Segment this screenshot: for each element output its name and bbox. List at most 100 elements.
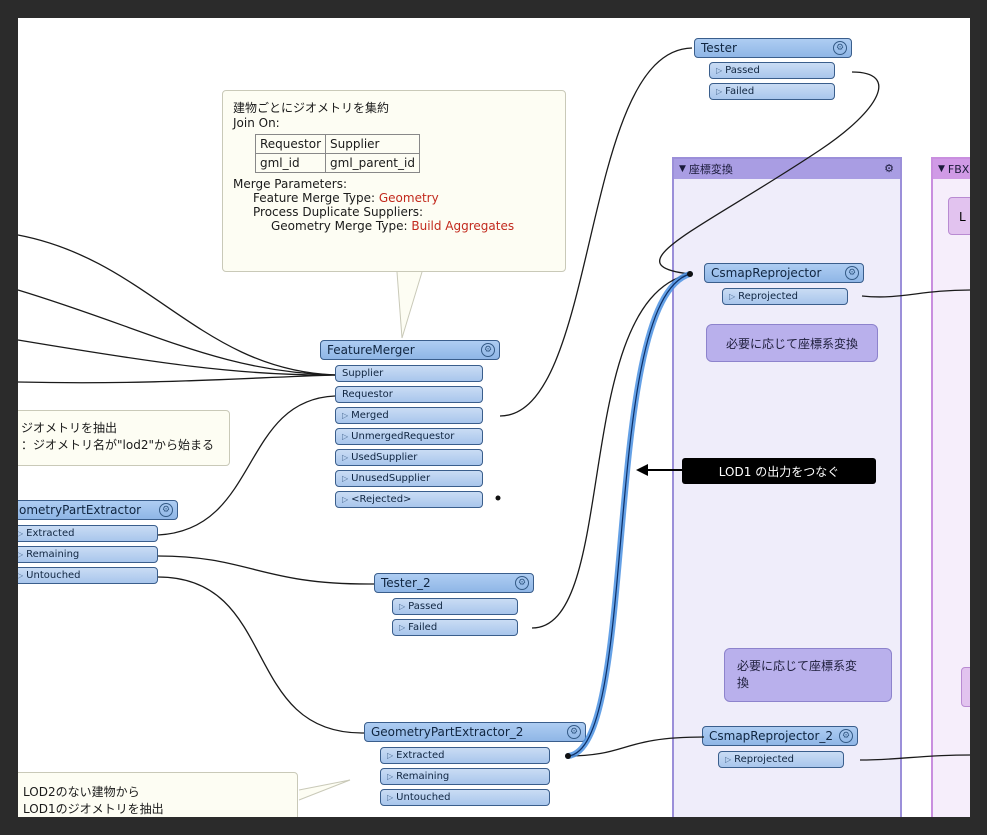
input-port-requestor[interactable]: Requestor xyxy=(335,386,483,403)
fbx-inner-box-2 xyxy=(961,667,970,707)
transformer-name: Tester xyxy=(701,41,737,55)
collapse-icon[interactable]: ▼ xyxy=(679,164,686,174)
port-triangle-icon: ▷ xyxy=(716,87,723,96)
transformer-tester-2[interactable]: Tester_2 ⚙ xyxy=(374,573,534,593)
output-port-unused-supplier[interactable]: ▷UnusedSupplier xyxy=(335,470,483,487)
port-label: Supplier xyxy=(342,368,384,379)
output-port-reprojected[interactable]: ▷Reprojected xyxy=(722,288,848,305)
output-port-extracted[interactable]: ▷Extracted xyxy=(380,747,550,764)
bookmark-header[interactable]: ▼ 座標変換 ⚙ xyxy=(674,159,900,179)
gear-icon[interactable]: ⚙ xyxy=(159,503,173,517)
port-label: <Rejected> xyxy=(351,494,412,505)
table-row: gml_id gml_parent_id xyxy=(254,153,420,173)
callout-lod1-output: LOD1 の出力をつなぐ xyxy=(682,458,876,484)
port-label: Reprojected xyxy=(734,754,795,765)
output-port-passed[interactable]: ▷Passed xyxy=(392,598,518,615)
transformer-name: CsmapReprojector xyxy=(711,266,822,280)
table-cell: Supplier xyxy=(325,134,420,154)
note-join-on: Join On: xyxy=(233,116,280,130)
gear-icon[interactable]: ⚙ xyxy=(481,343,495,357)
output-port-reprojected[interactable]: ▷Reprojected xyxy=(718,751,844,768)
callout-text: LOD1 の出力をつなぐ xyxy=(718,464,840,479)
bookmark-coord-transform[interactable]: ▼ 座標変換 ⚙ xyxy=(672,157,902,817)
bookmark-header[interactable]: ▼ FBX xyxy=(933,159,970,179)
annotation-feature-merge[interactable]: 建物ごとにジオメトリを集約 Join On: Requestor Supplie… xyxy=(222,90,566,272)
output-port-extracted[interactable]: ▷Extracted xyxy=(18,525,158,542)
table-cell: gml_parent_id xyxy=(325,153,420,173)
output-port-used-supplier[interactable]: ▷UsedSupplier xyxy=(335,449,483,466)
join-table: Requestor Supplier gml_id gml_parent_id xyxy=(254,134,420,173)
output-port-passed[interactable]: ▷Passed xyxy=(709,62,835,79)
annotation-lod1[interactable]: LOD2のない建物から LOD1のジオメトリを抽出 xyxy=(18,772,298,817)
port-label: Passed xyxy=(725,65,760,76)
port-label: Remaining xyxy=(26,549,80,560)
port-label: UnusedSupplier xyxy=(351,473,431,484)
bookmark-title: FBX xyxy=(947,162,970,176)
port-triangle-icon: ▷ xyxy=(18,550,24,559)
port-label: Extracted xyxy=(396,750,445,761)
note-title: 建物ごとにジオメトリを集約 xyxy=(233,101,390,115)
port-label: UsedSupplier xyxy=(351,452,418,463)
output-port-merged[interactable]: ▷Merged xyxy=(335,407,483,424)
transformer-csmap-reprojector[interactable]: CsmapReprojector ⚙ xyxy=(704,263,864,283)
annotation-reproj[interactable]: 必要に応じて座標系変換 xyxy=(706,324,878,362)
bookmark-fbx[interactable]: ▼ FBX L xyxy=(931,157,970,817)
gear-icon[interactable]: ⚙ xyxy=(567,725,581,739)
port-label: Untouched xyxy=(26,570,81,581)
transformer-geometry-part-extractor-2[interactable]: GeometryPartExtractor_2 ⚙ xyxy=(364,722,586,742)
value: Geometry xyxy=(378,191,439,205)
gear-icon[interactable]: ⚙ xyxy=(845,266,859,280)
note-process-dup: Process Duplicate Suppliers: xyxy=(253,205,424,219)
port-label: Failed xyxy=(408,622,438,633)
port-label: UnmergedRequestor xyxy=(351,431,455,442)
output-port-failed[interactable]: ▷Failed xyxy=(392,619,518,636)
gear-icon[interactable]: ⚙ xyxy=(884,162,894,175)
gear-icon[interactable]: ⚙ xyxy=(833,41,847,55)
bubble-text: 必要に応じて座標系変 xyxy=(737,659,858,673)
annotation-extract[interactable]: ジオメトリを抽出 ：ジオメトリ名が"lod2"から始まる xyxy=(18,410,230,466)
port-label: Reprojected xyxy=(738,291,799,302)
output-port-failed[interactable]: ▷Failed xyxy=(709,83,835,100)
transformer-geometry-part-extractor[interactable]: ometryPartExtractor ⚙ xyxy=(18,500,178,520)
port-label: Untouched xyxy=(396,792,451,803)
transformer-csmap-reprojector-2[interactable]: CsmapReprojector_2 ⚙ xyxy=(702,726,858,746)
value: Build Aggregates xyxy=(411,219,515,233)
port-triangle-icon: ▷ xyxy=(342,474,349,483)
port-triangle-icon: ▷ xyxy=(387,793,394,802)
note-geometry-merge-type: Geometry Merge Type: Build Aggregates xyxy=(233,219,555,233)
gear-icon[interactable]: ⚙ xyxy=(515,576,529,590)
collapse-icon[interactable]: ▼ xyxy=(938,164,945,174)
table-cell: Requestor xyxy=(254,134,327,154)
gear-icon[interactable]: ⚙ xyxy=(839,729,853,743)
output-port-unmerged-requestor[interactable]: ▷UnmergedRequestor xyxy=(335,428,483,445)
workspace-canvas[interactable]: ▼ 座標変換 ⚙ ▼ FBX L 建物ごとにジオメトリを集約 Join On: … xyxy=(18,18,970,817)
bookmark-title: 座標変換 xyxy=(688,163,733,176)
port-label: Extracted xyxy=(26,528,75,539)
note-line: ジオメトリを抽出 xyxy=(21,421,118,435)
table-row: Requestor Supplier xyxy=(254,134,420,154)
annotation-reproj-2[interactable]: 必要に応じて座標系変 換 xyxy=(724,648,892,702)
input-port-supplier[interactable]: Supplier xyxy=(335,365,483,382)
bubble-text: 換 xyxy=(737,676,750,690)
port-triangle-icon: ▷ xyxy=(729,292,736,301)
note-feature-merge-type: Feature Merge Type: Geometry xyxy=(233,191,555,205)
output-port-remaining[interactable]: ▷Remaining xyxy=(380,768,550,785)
output-port-remaining[interactable]: ▷Remaining xyxy=(18,546,158,563)
port-triangle-icon: ▷ xyxy=(399,623,406,632)
port-label: Requestor xyxy=(342,389,393,400)
bubble-text: 必要に応じて座標系変換 xyxy=(725,336,858,351)
transformer-name: GeometryPartExtractor_2 xyxy=(371,725,524,739)
transformer-name: CsmapReprojector_2 xyxy=(709,729,834,743)
output-port-untouched[interactable]: ▷Untouched xyxy=(18,567,158,584)
port-label: Failed xyxy=(725,86,755,97)
output-port-untouched[interactable]: ▷Untouched xyxy=(380,789,550,806)
port-triangle-icon: ▷ xyxy=(18,571,24,580)
transformer-feature-merger[interactable]: FeatureMerger ⚙ xyxy=(320,340,500,360)
transformer-tester[interactable]: Tester ⚙ xyxy=(694,38,852,58)
port-triangle-icon: ▷ xyxy=(342,453,349,462)
fbx-inner-box: L xyxy=(948,197,970,235)
table-cell: gml_id xyxy=(254,153,327,173)
output-port-rejected[interactable]: ▷<Rejected> xyxy=(335,491,483,508)
port-triangle-icon: ▷ xyxy=(387,751,394,760)
port-triangle-icon: ▷ xyxy=(725,755,732,764)
